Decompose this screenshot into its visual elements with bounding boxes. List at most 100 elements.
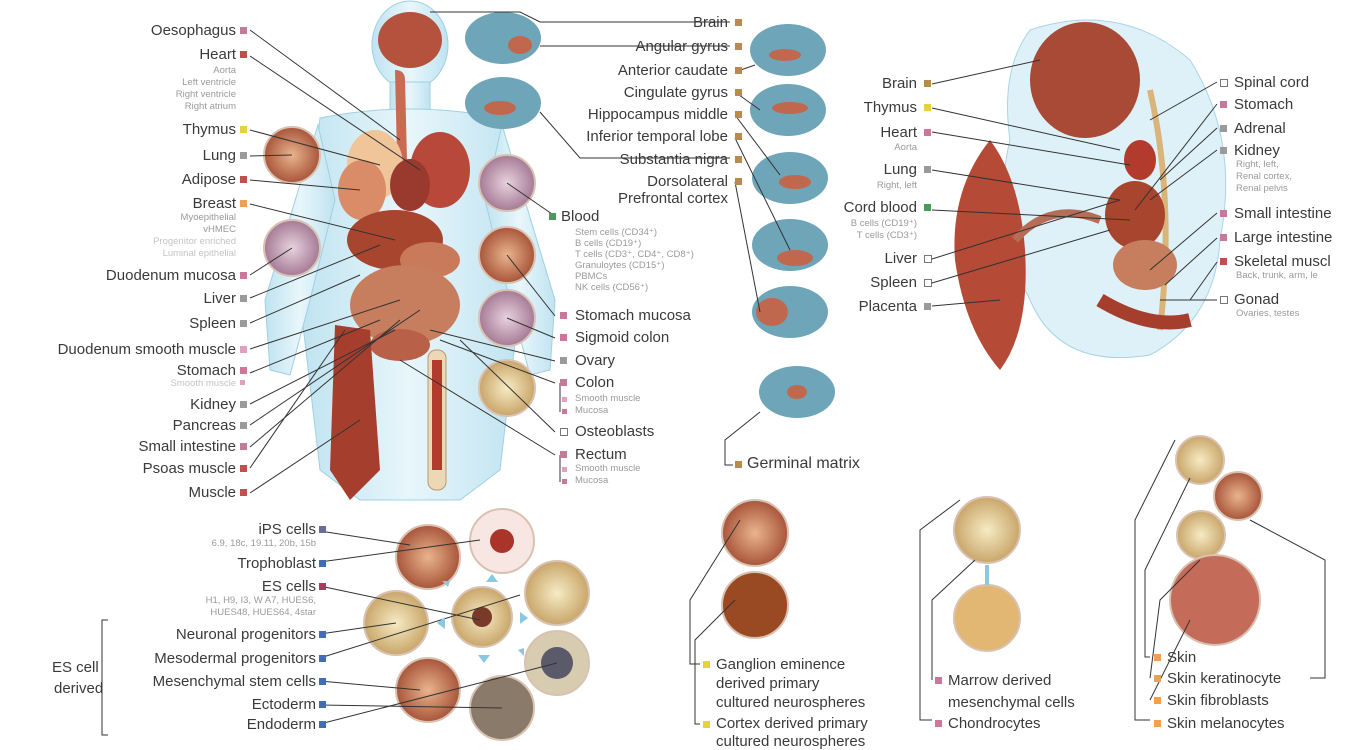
marker-large-intestine — [1220, 234, 1227, 241]
label-cortex-line1: Cortex derived primary — [716, 715, 868, 733]
marker-fetal-stomach — [1220, 101, 1227, 108]
marker-ovary — [560, 357, 567, 364]
marker-fetal-spleen — [924, 279, 932, 287]
marker-marrow-derived — [935, 677, 942, 684]
marker-spinal-cord — [1220, 79, 1228, 87]
label-prefrontal-cortex: Prefrontal cortex — [618, 190, 728, 207]
label-fetal-lung: Lung — [884, 161, 917, 178]
marker-fetal-small-intestine — [1220, 210, 1227, 217]
sub-fetal-heart-aorta: Aorta — [894, 142, 917, 153]
sub-blood-b: B cells (CD19⁺) — [575, 238, 641, 249]
marker-small-intestine — [240, 443, 247, 450]
marker-stomach-mucosa — [560, 312, 567, 319]
marker-endoderm — [319, 721, 326, 728]
marker-substantia-nigra — [735, 156, 742, 163]
marker-rectum-smooth — [562, 467, 567, 472]
marker-germinal-matrix — [735, 461, 742, 468]
sub-heart-lv: Left ventricle — [182, 77, 236, 88]
marker-neuronal-progenitors — [319, 631, 326, 638]
label-neuronal-progenitors: Neuronal progenitors — [176, 626, 316, 643]
marker-es-cells — [319, 583, 326, 590]
label-muscle: Muscle — [188, 484, 236, 501]
sub-colon-smooth: Smooth muscle — [575, 393, 640, 404]
label-skin: Skin — [1167, 649, 1196, 666]
marker-heart — [240, 51, 247, 58]
label-kidney: Kidney — [190, 396, 236, 413]
sub-heart-aorta: Aorta — [213, 65, 236, 76]
sub-blood-stem: Stem cells (CD34⁺) — [575, 227, 657, 238]
label-mesodermal-progenitors: Mesodermal progenitors — [154, 650, 316, 667]
sub-skeletal-muscle: Back, trunk, arm, le — [1236, 270, 1318, 281]
label-lung: Lung — [203, 147, 236, 164]
sub-blood-pbmc: PBMCs — [575, 271, 607, 282]
sub-colon-mucosa: Mucosa — [575, 405, 608, 416]
marker-skeletal-muscle — [1220, 258, 1227, 265]
label-cingulate-gyrus: Cingulate gyrus — [624, 84, 728, 101]
marker-thymus — [240, 126, 247, 133]
marker-duodenum-smooth-muscle — [240, 346, 247, 353]
marker-spleen — [240, 320, 247, 327]
marker-ganglion-eminence — [703, 661, 710, 668]
label-fetal-small-intestine: Small intestine — [1234, 205, 1332, 222]
label-liver: Liver — [203, 290, 236, 307]
marker-fetal-lung — [924, 166, 931, 173]
label-ganglion-line2: derived primary — [716, 675, 819, 693]
marker-angular-gyrus — [735, 43, 742, 50]
label-rectum: Rectum — [575, 446, 627, 463]
sub-rectum-mucosa: Mucosa — [575, 475, 608, 486]
sub-fetal-kidney-1: Right, left, — [1236, 159, 1279, 170]
sub-blood-t: T cells (CD3⁺, CD4⁺, CD8⁺) — [575, 249, 694, 260]
marker-cord-blood — [924, 204, 931, 211]
marker-osteoblasts — [560, 428, 568, 436]
marker-chondrocytes — [935, 720, 942, 727]
marker-adrenal — [1220, 125, 1227, 132]
sub-heart-rv: Right ventricle — [176, 89, 236, 100]
label-stomach-mucosa: Stomach mucosa — [575, 307, 691, 324]
marker-cortex-derived — [703, 721, 710, 728]
label-trophoblast: Trophoblast — [237, 555, 316, 572]
label-cord-blood: Cord blood — [844, 199, 917, 216]
label-inferior-temporal-lobe: Inferior temporal lobe — [586, 128, 728, 145]
marker-brain — [735, 19, 742, 26]
label-fetal-stomach: Stomach — [1234, 96, 1293, 113]
label-sigmoid-colon: Sigmoid colon — [575, 329, 669, 346]
marker-anterior-caudate — [735, 67, 742, 74]
label-small-intestine: Small intestine — [138, 438, 236, 455]
marker-psoas-muscle — [240, 465, 247, 472]
label-mesenchymal-stem-cells: Mesenchymal stem cells — [153, 673, 316, 690]
marker-cingulate-gyrus — [735, 89, 742, 96]
label-skin-melanocytes: Skin melanocytes — [1167, 715, 1285, 732]
sub-es-lines-1: H1, H9, I3, W A7, HUES6, — [206, 595, 316, 606]
label-fetal-liver: Liver — [884, 250, 917, 267]
sub-heart-ra: Right atrium — [185, 101, 236, 112]
label-es-cells: ES cells — [262, 578, 316, 595]
sub-breast-progenitor: Progenitor enriched — [153, 236, 236, 247]
marker-duodenum-mucosa — [240, 272, 247, 279]
marker-fetal-heart — [924, 129, 931, 136]
label-oesophagus: Oesophagus — [151, 22, 236, 39]
label-spinal-cord: Spinal cord — [1234, 74, 1309, 91]
label-es-cell-derived-line1: ES cell — [52, 658, 99, 678]
label-angular-gyrus: Angular gyrus — [635, 38, 728, 55]
sub-es-lines-2: HUES48, HUES64, 4star — [210, 607, 316, 618]
label-osteoblasts: Osteoblasts — [575, 423, 654, 440]
marker-mesodermal-progenitors — [319, 655, 326, 662]
marker-colon — [560, 379, 567, 386]
label-large-intestine: Large intestine — [1234, 229, 1332, 246]
marker-breast — [240, 200, 247, 207]
label-placenta: Placenta — [859, 298, 917, 315]
sub-breast-vhmec: vHMEC — [203, 224, 236, 235]
sub-breast-luminal: Luminal epithelial — [163, 248, 236, 259]
label-fetal-kidney: Kidney — [1234, 142, 1280, 159]
label-skin-keratinocyte: Skin keratinocyte — [1167, 670, 1281, 687]
label-adipose: Adipose — [182, 171, 236, 188]
sub-fetal-lung: Right, left — [877, 180, 917, 191]
marker-liver — [240, 295, 247, 302]
sub-blood-gran: Granuloytes (CD15⁺) — [575, 260, 665, 271]
label-hippocampus-middle: Hippocampus middle — [588, 106, 728, 123]
marker-rectum-mucosa — [562, 479, 567, 484]
marker-kidney — [240, 401, 247, 408]
sub-stomach-smooth: Smooth muscle — [171, 378, 236, 389]
marker-fetal-liver — [924, 255, 932, 263]
label-cortex-line2: cultured neurospheres — [716, 734, 865, 750]
